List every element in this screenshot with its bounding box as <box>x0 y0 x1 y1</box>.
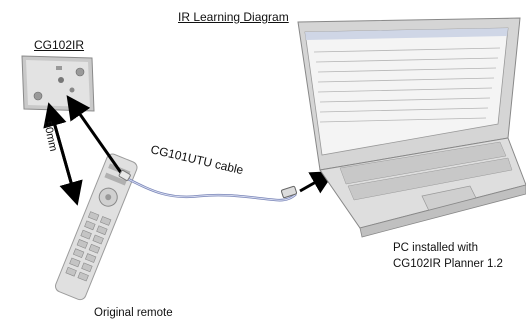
cable-label: CG101UTU cable <box>149 142 245 177</box>
remote-label: Original remote <box>94 307 173 319</box>
pc-label-line1: PC installed with <box>393 242 479 254</box>
device-connection-arrow <box>66 95 126 178</box>
original-remote <box>55 153 138 301</box>
cg102ir-device <box>21 55 95 112</box>
distance-label: 50mm <box>41 120 59 152</box>
distance-arrow <box>43 102 83 206</box>
diagram-title: IR Learning Diagram <box>178 10 289 24</box>
cg101utu-cable <box>118 169 298 202</box>
laptop <box>297 17 526 238</box>
device-label: CG102IR <box>34 38 85 52</box>
pc-label-line2: CG102IR Planner 1.2 <box>393 258 503 270</box>
